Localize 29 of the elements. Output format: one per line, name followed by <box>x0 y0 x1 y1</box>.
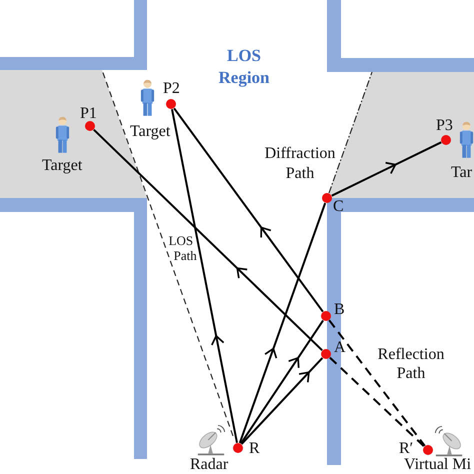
point-marker <box>233 443 243 453</box>
arrow <box>173 108 324 312</box>
dashed-line <box>328 320 426 446</box>
point-label: R′ <box>399 439 414 458</box>
target-label: Target <box>42 156 82 175</box>
radar-label: Virtual Mi <box>404 457 472 473</box>
target-label: Target <box>130 122 170 141</box>
region-label: LOS Region <box>218 44 270 88</box>
point-label: C <box>333 197 344 216</box>
arrow <box>240 320 324 444</box>
arrow <box>171 109 238 443</box>
arrow <box>240 357 324 445</box>
point-marker <box>322 193 332 203</box>
dashed-line <box>329 356 425 448</box>
point-label: P1 <box>80 104 97 123</box>
point-marker <box>423 445 433 455</box>
path-label: Diffraction Path <box>264 144 336 184</box>
point-label: P3 <box>436 116 453 135</box>
arrow <box>331 141 442 197</box>
point-marker <box>321 311 331 321</box>
target-label: Tar <box>451 163 472 182</box>
radar-label: Radar <box>190 457 228 473</box>
path-label: LOS Path <box>168 232 197 263</box>
path-label: Reflection Path <box>378 345 444 383</box>
arrow <box>238 202 326 444</box>
point-marker <box>166 99 176 109</box>
point-label: P2 <box>163 79 180 98</box>
arrow <box>93 128 323 352</box>
point-label: R <box>249 439 260 458</box>
